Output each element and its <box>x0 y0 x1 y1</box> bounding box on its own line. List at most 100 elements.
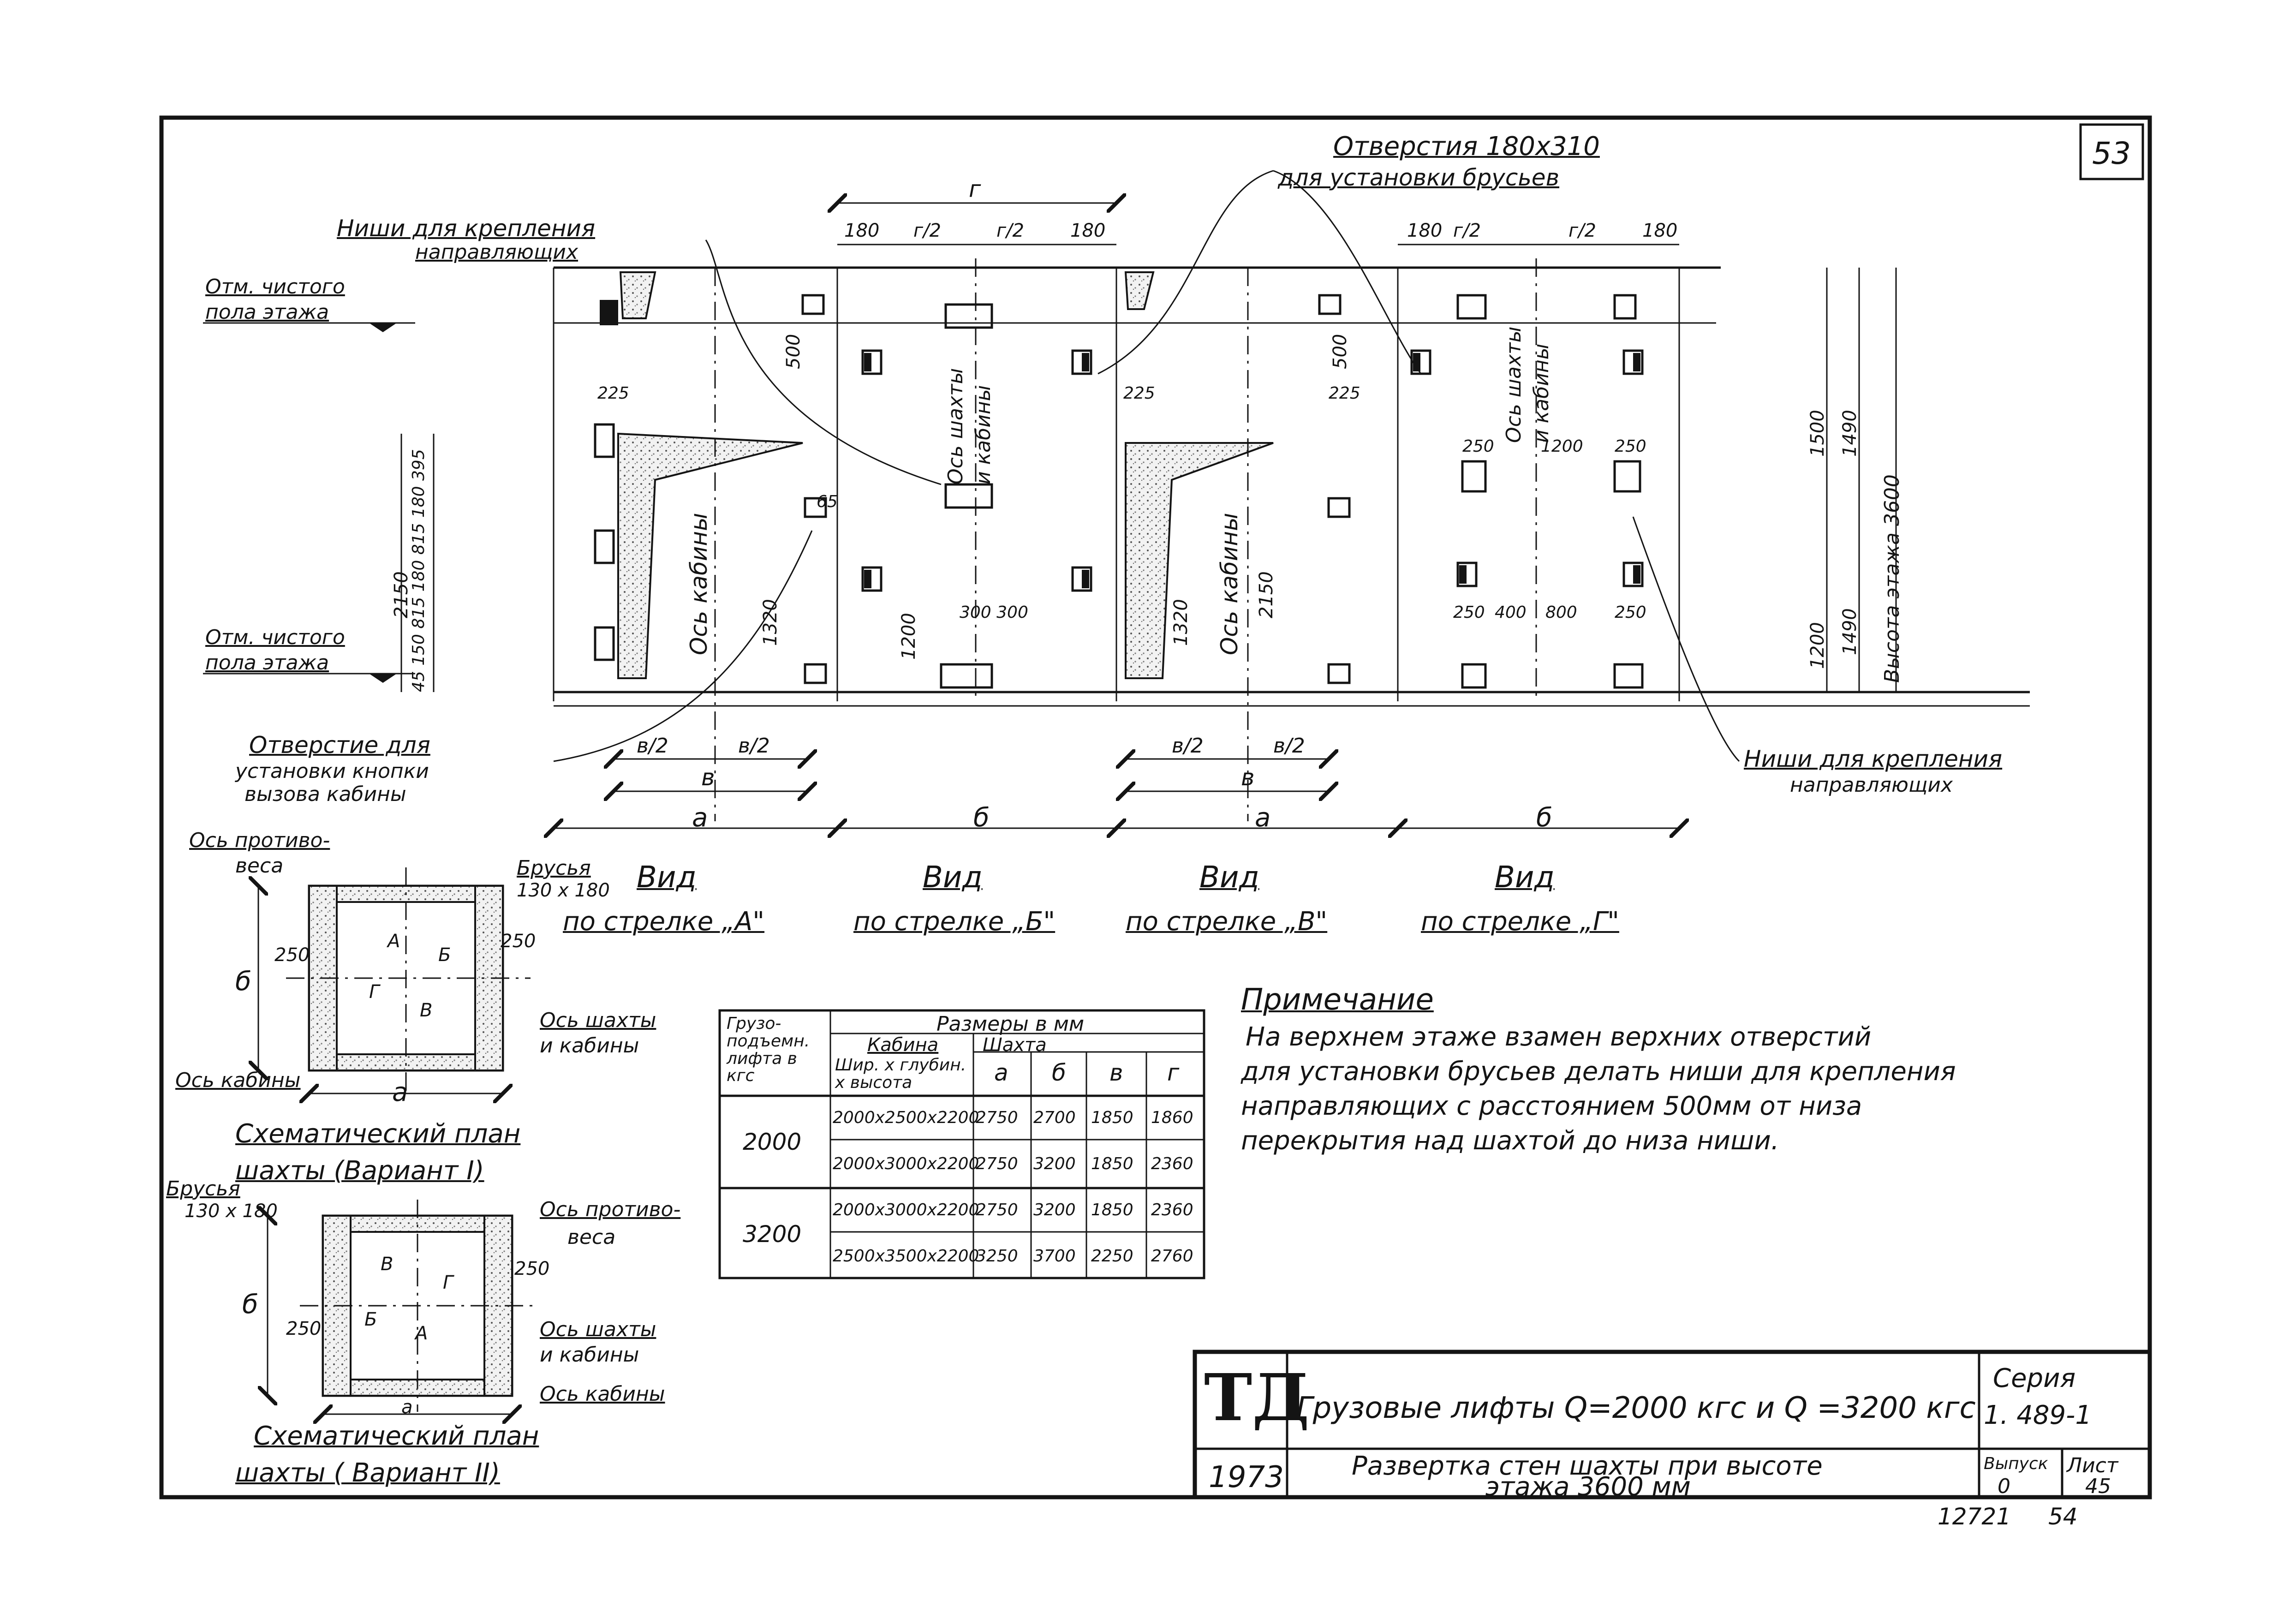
plan-variant-1 <box>258 867 531 1093</box>
dim-v2-d: в/2 <box>1273 734 1305 758</box>
dim-500-a: 500 <box>783 334 804 369</box>
button-opening-label-2: установки кнопки <box>235 759 429 783</box>
dim-300-300: 300 300 <box>960 603 1028 622</box>
niches-right-label-2: направляющих <box>1790 773 1953 797</box>
plan2-250-right: 250 <box>514 1258 550 1279</box>
sheet-frame <box>159 115 2152 1500</box>
dim-b-2: б <box>1536 803 1552 833</box>
dim-a-1: а <box>692 803 708 833</box>
dim-400: 400 <box>1495 603 1527 622</box>
plan1-arrow-A: А <box>388 931 400 952</box>
plan1-arrow-V: В <box>420 1000 433 1021</box>
view-b-sub: по стрелке „Б" <box>853 907 1056 937</box>
issue-label: Выпуск <box>1984 1454 2048 1473</box>
niches-right-label: Ниши для крепления <box>1744 746 2003 772</box>
dim-180-d: 180 <box>1642 220 1678 241</box>
openings-label-2: для установки брусьев <box>1278 164 1560 191</box>
dim-500-b: 500 <box>1330 334 1351 369</box>
table-row3-b: 3200 <box>1033 1201 1076 1219</box>
table-row1-a: 2750 <box>976 1108 1018 1127</box>
plan1-title-2: шахты (Вариант I) <box>235 1156 484 1186</box>
page-number: 54 <box>2048 1503 2078 1530</box>
dim-1200-b: 1200 <box>1807 622 1828 669</box>
plan2-beams-2: 130 х 180 <box>185 1201 278 1222</box>
table-row1-b: 2700 <box>1033 1108 1076 1127</box>
table-row1-g: 1860 <box>1151 1108 1193 1127</box>
cabin-axis-a: Ось кабины <box>686 513 712 655</box>
niches-label-2: направляющих <box>415 240 578 264</box>
plan2-arrow-A: А <box>415 1323 428 1344</box>
dim-a-2: а <box>1255 803 1271 833</box>
table-row2-g: 2360 <box>1151 1154 1193 1173</box>
floor-height: Высота этажа 3600 <box>1880 474 1904 683</box>
shaft-axis-b-1: Ось шахты <box>944 368 967 484</box>
table-h-shaft: Шахта <box>983 1034 1047 1056</box>
dim-v-a: в <box>701 764 715 791</box>
plan1-arrow-B: Б <box>438 944 451 966</box>
title-block-grid <box>1193 1350 2152 1500</box>
dim-v2-c: в/2 <box>1172 734 1204 758</box>
dim-g2-d: г/2 <box>1568 220 1596 241</box>
table-row1-cap: 2000 <box>743 1129 802 1155</box>
sheet-number-box: 53 <box>2079 123 2144 180</box>
plan1-shaft-axis: Ось шахты <box>540 1009 656 1032</box>
plan-variant-2 <box>268 1200 535 1414</box>
plan1-250-left: 250 <box>274 944 310 966</box>
table-col-v: в <box>1109 1059 1123 1086</box>
table-grid <box>718 1009 1205 1279</box>
floor-mark-top-2: пола этажа <box>205 300 329 324</box>
plan2-title-2: шахты ( Вариант II) <box>235 1458 500 1488</box>
dim-800: 800 <box>1545 603 1577 622</box>
sheet-value: 45 <box>2085 1475 2111 1498</box>
plan2-shaft-axis-2: и кабины <box>540 1343 639 1367</box>
shaft-axis-b-2: и кабины <box>972 385 995 484</box>
series-label: Серия <box>1993 1363 2076 1393</box>
note-line-4: перекрытия над шахтой до низа ниши. <box>1241 1126 1779 1156</box>
table-row1-cabin: 2000х2500х2200 <box>833 1108 979 1127</box>
table-row4-cabin: 2500х3500х2200 <box>833 1247 979 1266</box>
plan1-250-right: 250 <box>501 931 536 952</box>
note-line-3: направляющих с расстоянием 500мм от низа <box>1241 1091 1862 1121</box>
table-row4-v: 2250 <box>1091 1247 1133 1266</box>
plan1-title: Схематический план <box>235 1119 521 1149</box>
plan2-cabin-axis: Ось кабины <box>540 1382 665 1406</box>
dim-g2-a: г/2 <box>913 220 941 241</box>
archive-number: 12721 <box>1938 1503 2011 1530</box>
view-a-sub: по стрелке „А" <box>563 907 765 937</box>
year: 1973 <box>1209 1460 1284 1494</box>
floor-mark-top: Отм. чистого <box>205 275 345 299</box>
table-row4-g: 2760 <box>1151 1247 1193 1266</box>
view-g-title: Вид <box>1495 860 1555 895</box>
cabin-axis-v: Ось кабины <box>1216 513 1243 655</box>
plan2-counterweight: Ось противо- <box>540 1198 681 1221</box>
dim-180-b: 180 <box>1070 220 1106 241</box>
dim-1200-a: 1200 <box>898 613 919 660</box>
button-opening-label: Отверстие для <box>249 732 430 759</box>
plan1-beams-2: 130 х 180 <box>517 880 610 901</box>
dim-65: 65 <box>817 492 838 511</box>
table-row2-v: 1850 <box>1091 1154 1133 1173</box>
table-row3-g: 2360 <box>1151 1201 1193 1219</box>
dim-225-a: 225 <box>597 384 629 403</box>
table-col-a: а <box>994 1059 1008 1086</box>
table-row1-v: 1850 <box>1091 1108 1133 1127</box>
dim-1490-b: 1490 <box>1839 608 1861 655</box>
plan1-a: а <box>392 1077 408 1107</box>
plan1-cabin-axis: Ось кабины <box>175 1069 301 1092</box>
dim-1490-a: 1490 <box>1839 410 1861 457</box>
drawing-title: Грузовые лифты Q=2000 кгс и Q =3200 кгс <box>1296 1391 1976 1425</box>
floor-mark-bottom-2: пола этажа <box>205 651 329 675</box>
table-h-cabin: Кабина <box>867 1034 939 1056</box>
niches-label: Ниши для крепления <box>337 215 596 242</box>
sheet-number: 53 <box>2092 136 2131 171</box>
table-col-g: г <box>1167 1059 1180 1086</box>
view-v-title: Вид <box>1199 860 1259 895</box>
plan1-shaft-axis-2: и кабины <box>540 1034 639 1057</box>
left-stack-dims: 45 150 815 180 815 180 395 <box>409 449 428 692</box>
plan1-counterweight-2: веса <box>235 854 284 878</box>
table-row2-cabin: 2000х3000х2200 <box>833 1154 979 1173</box>
plan2-arrow-V: В <box>381 1254 394 1275</box>
view-b-title: Вид <box>923 860 983 895</box>
wall-elevation <box>203 170 2030 828</box>
